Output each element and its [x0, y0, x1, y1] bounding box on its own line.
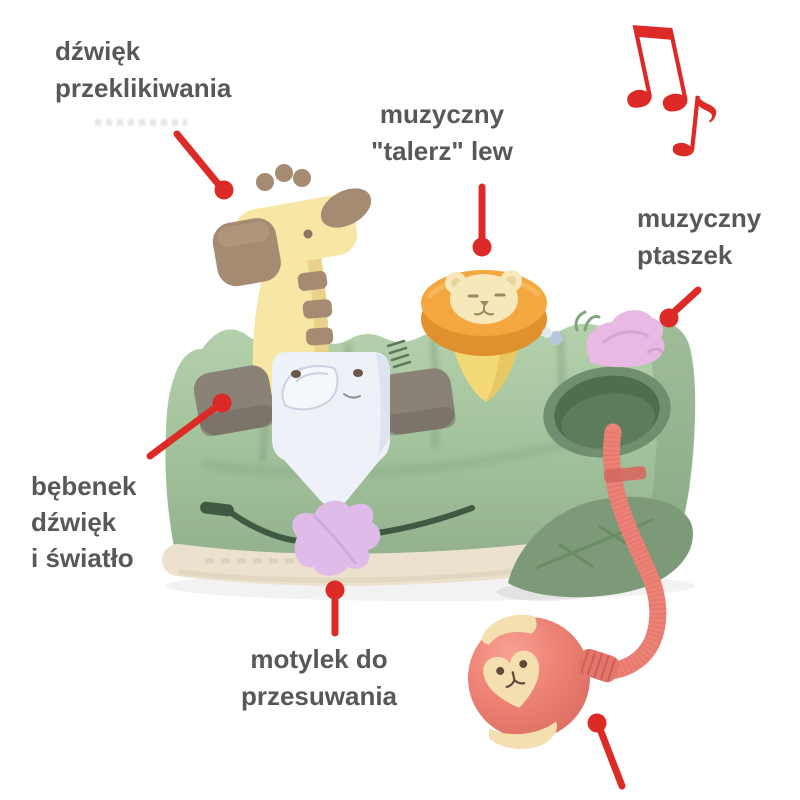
label-line: bębenek	[31, 471, 137, 501]
speaker-vents-icon	[386, 339, 412, 369]
elephant-eye	[291, 370, 301, 378]
label-line: motylek do	[250, 644, 388, 674]
eighth-music-note-icon: ♪	[663, 76, 727, 180]
ball-hole	[543, 366, 671, 458]
callout-line-monkey	[596, 725, 626, 790]
label-line: przesuwania	[240, 681, 398, 711]
elephant-eye	[353, 369, 363, 377]
left-drum-pad	[193, 365, 276, 437]
strap	[601, 423, 667, 680]
giraffe-ear	[320, 188, 372, 228]
label-butterfly-slide: motylek do przesuwania	[208, 641, 430, 715]
label-line: przeklikiwania	[55, 73, 232, 103]
giraffe-eye	[303, 229, 313, 239]
callout-annotations	[146, 130, 702, 790]
callout-dot-drum	[212, 393, 232, 413]
label-musical-bird: muzyczny ptaszek	[637, 200, 761, 274]
label-line: muzyczny	[379, 99, 505, 129]
lion-face	[445, 270, 522, 324]
giraffe-clicker	[212, 164, 372, 400]
sprout-icon	[574, 310, 601, 332]
beads	[542, 310, 601, 345]
monkey-ball	[468, 614, 620, 750]
label-line: "talerz" lew	[371, 136, 513, 166]
callout-line-bird	[669, 286, 702, 317]
label-drum-sound-light: bębenek dźwięk i światło	[31, 468, 137, 576]
bird-whistle	[586, 310, 665, 368]
strap-nub	[577, 648, 620, 683]
right-drum-pad	[379, 368, 456, 436]
butterfly-slider	[292, 500, 381, 576]
label-line: dźwięk	[31, 507, 117, 537]
giraffe-spots	[297, 270, 334, 372]
callout-dot-cymbal-lion	[472, 237, 492, 257]
callout-line-click-sound	[173, 130, 223, 189]
giraffe-horns	[256, 164, 311, 191]
elephant-drum-cube	[272, 352, 390, 508]
lion-cymbal	[421, 270, 547, 402]
callout-dot-butterfly	[325, 580, 345, 600]
callout-line-drum	[146, 403, 220, 460]
label-click-sound: dźwięk przeklikiwania	[55, 33, 231, 107]
label-line: muzyczny	[637, 203, 762, 233]
monkey-face	[481, 614, 558, 750]
label-line: ptaszek	[637, 240, 733, 270]
label-line: dźwięk	[55, 36, 141, 66]
faded-text-remnant	[95, 119, 187, 126]
callout-dot-click-sound	[214, 180, 234, 200]
strap-clasp	[603, 466, 647, 483]
label-line: i światło	[31, 543, 134, 573]
drum-pads	[193, 365, 456, 437]
callout-dot-bird	[659, 308, 679, 328]
label-musical-cymbal-lion: muzyczny "talerz" lew	[352, 96, 532, 170]
elephant-smile	[343, 393, 361, 399]
